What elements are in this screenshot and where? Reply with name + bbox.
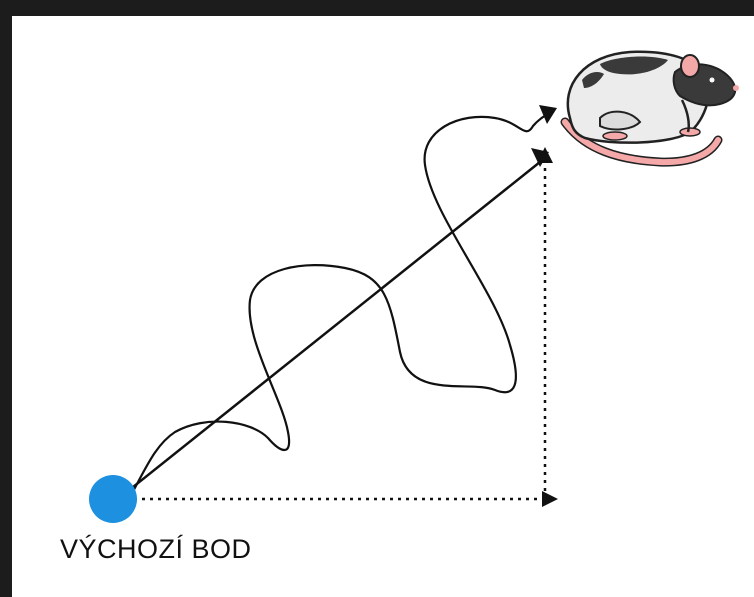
actual-path-curve xyxy=(129,111,552,498)
rat-icon xyxy=(560,50,739,167)
actual-path-arrowhead xyxy=(539,105,557,124)
start-point-icon xyxy=(89,475,137,523)
horizontal-component-arrowhead xyxy=(542,491,558,507)
displacement-vector xyxy=(117,161,541,500)
start-point-label: VÝCHOZÍ BOD xyxy=(60,534,252,564)
displacement-vector-arrowhead xyxy=(531,148,549,167)
